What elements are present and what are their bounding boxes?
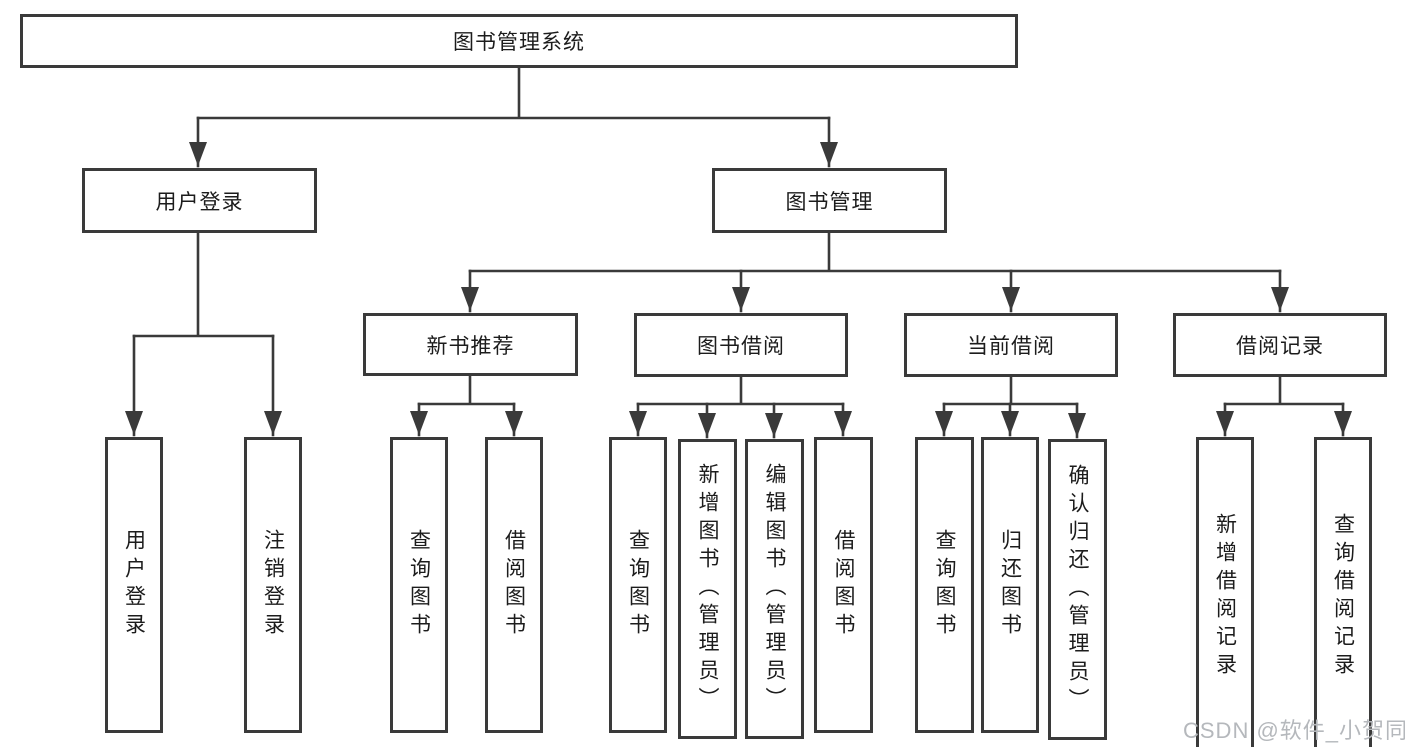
connector-book-management-to-level3 (461, 230, 1289, 313)
node-user-login: 用户登录 (82, 168, 317, 233)
connector-book-borrow-to-leaves (629, 374, 852, 439)
connector-borrow-records-to-leaves (1216, 374, 1352, 437)
node-new-book-recommend-label: 新书推荐 (426, 334, 515, 358)
leaf-query-borrow-record: 查询借阅记录 (1314, 437, 1372, 747)
node-root-library-system: 图书管理系统 (20, 14, 1018, 68)
leaf-query-book-recommend-label: 查询图书 (407, 529, 431, 641)
leaf-logout: 注销登录 (244, 437, 302, 733)
leaf-confirm-return-admin: 确认归还（管理员） (1048, 439, 1107, 740)
node-current-borrow-label: 当前借阅 (967, 335, 1055, 358)
leaf-query-book-borrow-label: 查询图书 (626, 529, 650, 641)
connector-user-login-to-leaves (125, 230, 282, 437)
leaf-return-book-label: 归还图书 (998, 529, 1022, 641)
node-current-borrow: 当前借阅 (904, 313, 1118, 377)
leaf-user-login-label: 用户登录 (122, 529, 146, 641)
node-borrow-records: 借阅记录 (1173, 313, 1387, 377)
leaf-logout-label: 注销登录 (261, 529, 285, 641)
leaf-add-book-admin-label: 新增图书（管理员） (696, 463, 719, 715)
leaf-return-book: 归还图书 (981, 437, 1039, 733)
node-book-borrow-label: 图书借阅 (697, 335, 785, 358)
node-borrow-records-label: 借阅记录 (1236, 335, 1324, 358)
leaf-borrow-book: 借阅图书 (814, 437, 873, 733)
leaf-query-borrow-record-label: 查询借阅记录 (1331, 513, 1355, 681)
leaf-borrow-book-recommend: 借阅图书 (485, 437, 543, 733)
connector-current-borrow-to-leaves (935, 374, 1086, 439)
leaf-edit-book-admin: 编辑图书（管理员） (745, 439, 804, 739)
node-book-borrow: 图书借阅 (634, 313, 848, 377)
leaf-query-book-current: 查询图书 (915, 437, 974, 733)
node-root-label: 图书管理系统 (453, 31, 585, 54)
node-user-login-label: 用户登录 (155, 190, 244, 214)
leaf-add-borrow-record: 新增借阅记录 (1196, 437, 1254, 747)
node-book-management-label: 图书管理 (785, 190, 874, 214)
leaf-borrow-book-recommend-label: 借阅图书 (502, 529, 526, 641)
leaf-borrow-book-label: 借阅图书 (832, 529, 855, 641)
leaf-edit-book-admin-label: 编辑图书（管理员） (763, 463, 786, 715)
csdn-watermark: CSDN @软件_小贺同学 (1183, 718, 1405, 743)
leaf-query-book-current-label: 查询图书 (933, 529, 956, 641)
node-book-management: 图书管理 (712, 168, 947, 233)
node-new-book-recommend: 新书推荐 (363, 313, 578, 376)
leaf-user-login: 用户登录 (105, 437, 163, 733)
leaf-add-borrow-record-label: 新增借阅记录 (1213, 513, 1237, 681)
connector-root-to-level2 (189, 65, 838, 168)
leaf-query-book-borrow: 查询图书 (609, 437, 667, 733)
leaf-query-book-recommend: 查询图书 (390, 437, 448, 733)
connector-new-book-recommend-to-leaves (410, 374, 523, 437)
leaf-add-book-admin: 新增图书（管理员） (678, 439, 737, 739)
leaf-confirm-return-admin-label: 确认归还（管理员） (1066, 463, 1089, 716)
